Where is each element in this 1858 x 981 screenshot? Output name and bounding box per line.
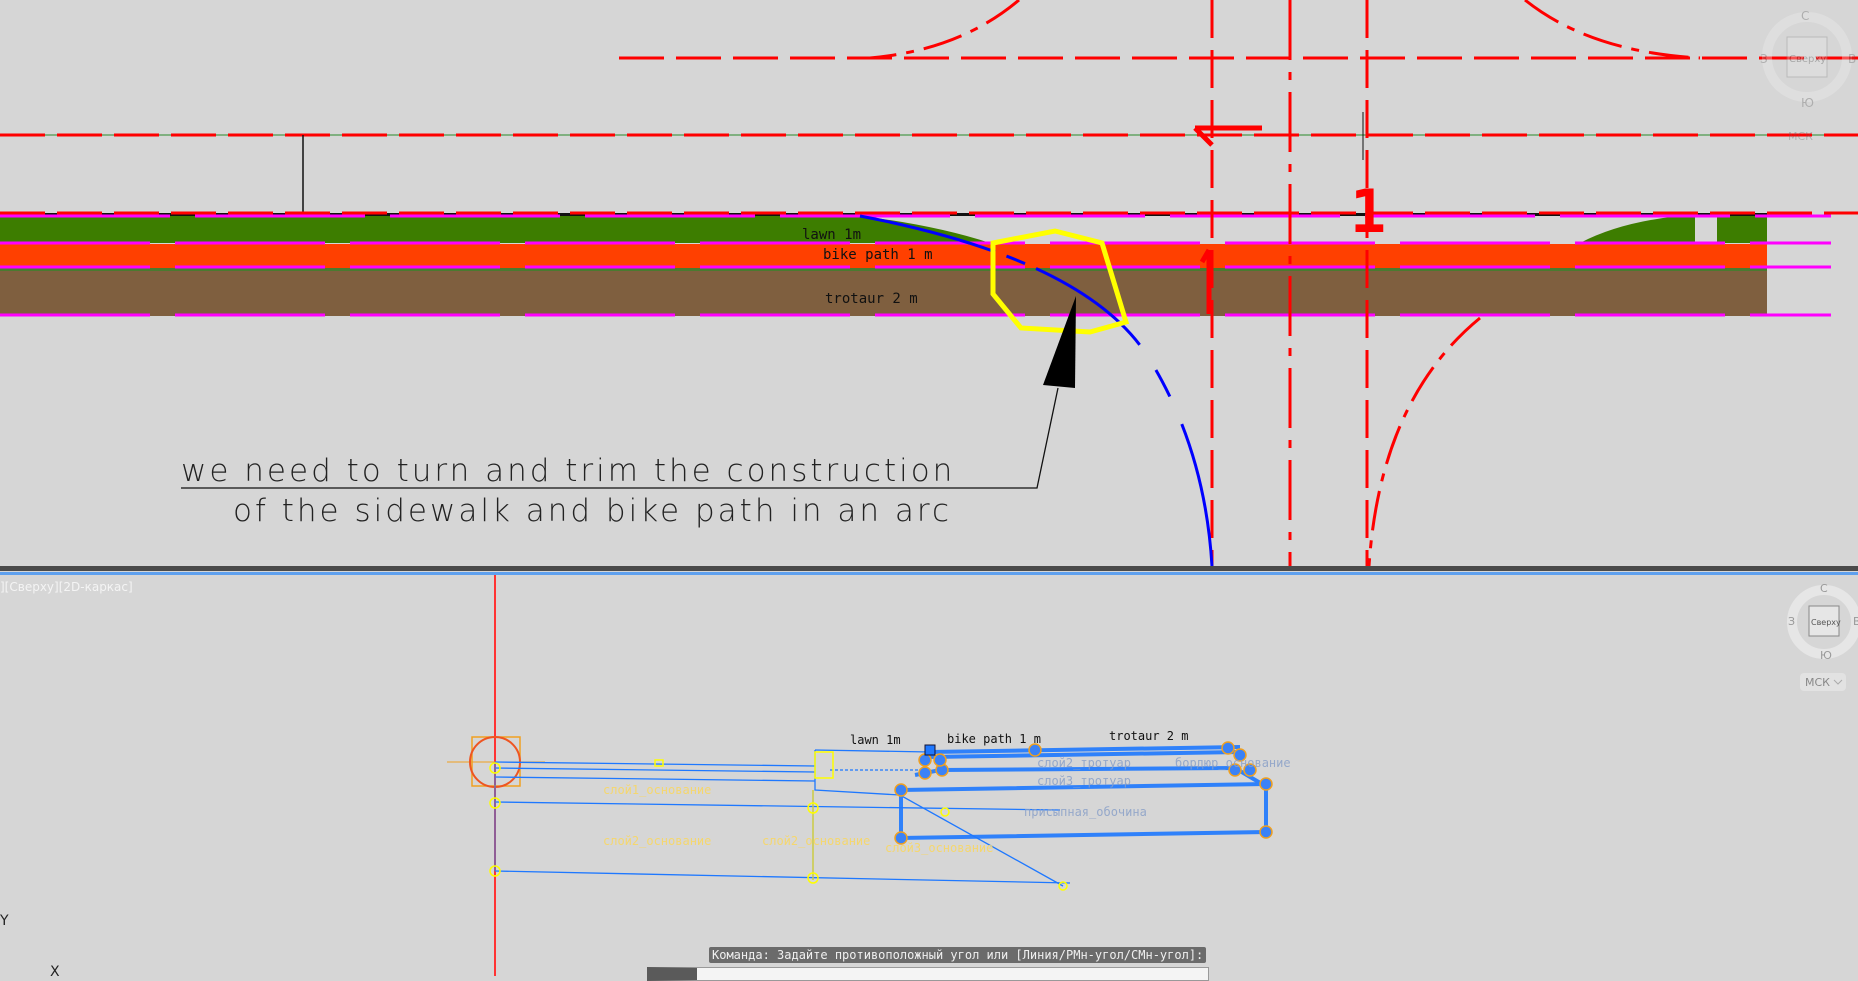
curb-arc-top-left [869, 0, 1020, 60]
layer-base2: слой2_основание [603, 834, 711, 848]
bottom-bike-path-label: bike path 1 m [947, 732, 1041, 746]
viewport-divider[interactable] [0, 566, 1858, 571]
chevron-down-icon[interactable] [1833, 679, 1843, 685]
layer-sidewalk2: слой2_тротуар [1037, 756, 1131, 770]
viewcube-east[interactable]: В [1853, 615, 1858, 628]
viewcube-west[interactable]: З [1788, 615, 1795, 628]
bottom-viewport[interactable]: слой1_основание слой2_основание слой2_ос… [0, 575, 1858, 976]
viewport-view-label[interactable]: ][Сверху][2D-каркас] [0, 580, 133, 594]
trotaur-band [0, 271, 1767, 316]
yellow-grips[interactable] [489, 751, 1068, 891]
layer-sidewalk3: слой3_тротуар [1037, 774, 1131, 788]
viewcube-south[interactable]: Ю [1801, 96, 1814, 110]
curb-arc-top-right [1524, 0, 1701, 60]
bike-path-label: bike path 1 m [823, 247, 933, 263]
layer-shoulder: присыпная_обочина [1024, 805, 1147, 819]
layer-base1: слой1_основание [603, 783, 711, 797]
viewcube-ring [1787, 585, 1858, 659]
viewcube-bottom[interactable]: Сверху С Ю З В МСК [1787, 582, 1858, 691]
viewcube-east[interactable]: В [1848, 52, 1856, 66]
highlight-outline [990, 228, 1130, 335]
bottom-lawn-label: lawn 1m [850, 733, 901, 747]
viewcube-top[interactable]: Сверху С Ю З В МСК [1760, 9, 1856, 143]
top-viewport[interactable]: lawn 1m bike path 1 m trotaur 2 m 1 we n… [0, 0, 1858, 568]
curb-arc-bottom-right [1367, 316, 1481, 567]
ucs-y-label: Y [0, 913, 9, 929]
section-mark-bottom [1199, 248, 1212, 314]
section-mark-number: 1 [1350, 177, 1386, 247]
ucs-menu[interactable]: МСК [1788, 130, 1813, 143]
active-viewport-border [0, 572, 1858, 575]
band-divider [0, 268, 1767, 271]
ucs-x-label: X [50, 964, 60, 976]
layer-base3: слой3_основание [885, 841, 993, 855]
selected-layer-labels: слой2_тротуар слой3_тротуар бордюр_основ… [1024, 756, 1291, 819]
layer-labels: слой1_основание слой2_основание слой2_ос… [603, 783, 993, 855]
selected-grip[interactable] [924, 744, 936, 756]
viewcube-north[interactable]: С [1801, 9, 1809, 23]
grip-points[interactable] [894, 741, 1273, 845]
viewcube-west[interactable]: З [1760, 52, 1768, 66]
layer-curb: бордюр_основание [1175, 756, 1291, 770]
viewcube-south[interactable]: Ю [1820, 649, 1832, 662]
viewcube-face[interactable]: Сверху [1811, 618, 1841, 627]
lawn-band [0, 216, 990, 243]
layer-base2b: слой2_основание [762, 834, 870, 848]
lawn-label: lawn 1m [802, 227, 861, 243]
boundary-lines [0, 214, 1831, 317]
command-input[interactable] [647, 967, 1209, 981]
section-mark-top [1193, 125, 1262, 147]
bottom-trotaur-label: trotaur 2 m [1109, 729, 1188, 743]
lawn-band-right [1580, 216, 1767, 243]
viewcube-face[interactable]: Сверху [1789, 54, 1826, 65]
bike-path-band [0, 244, 1767, 268]
ucs-menu-bg[interactable] [1800, 673, 1846, 691]
viewcube-north[interactable]: С [1820, 582, 1828, 595]
ucs-menu[interactable]: МСК [1805, 676, 1830, 689]
bottom-band-labels: lawn 1m bike path 1 m trotaur 2 m [850, 729, 1188, 747]
note-line-1: we need to turn and trim the constructio… [181, 453, 955, 489]
proposed-arc[interactable] [859, 214, 1214, 567]
note-line-2: of the sidewalk and bike path in an arc [233, 493, 952, 529]
lawn-gap [1695, 216, 1717, 243]
note-leader [181, 387, 1059, 489]
arrow-head-icon [1043, 296, 1076, 388]
command-prompt: Команда: Задайте противоположный угол ил… [709, 947, 1207, 963]
trotaur-label: trotaur 2 m [825, 291, 918, 307]
viewcube-box[interactable] [1808, 605, 1840, 637]
